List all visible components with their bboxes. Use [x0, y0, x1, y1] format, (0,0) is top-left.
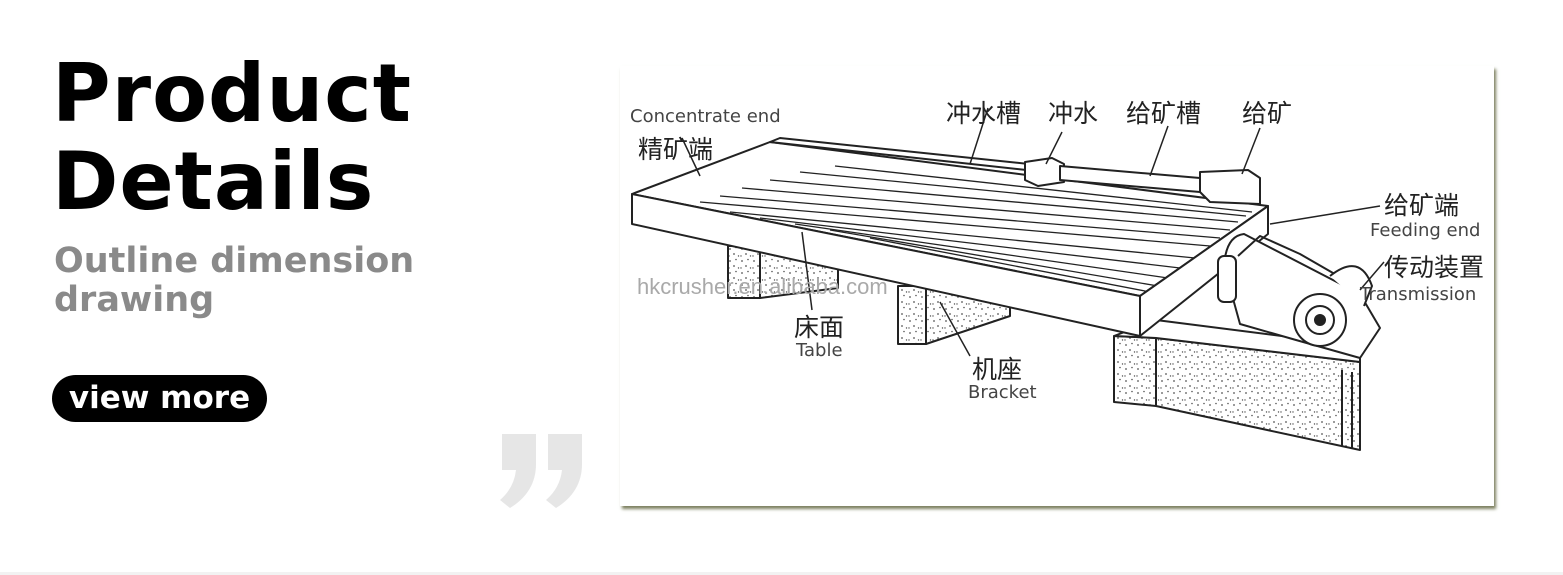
- watermark-text: hkcrusher.en.alibaba.com: [637, 274, 888, 299]
- label-feed-cn: 给矿: [1242, 99, 1293, 128]
- title-line-2: Details: [52, 135, 375, 228]
- label-bracket-cn: 机座: [972, 355, 1023, 384]
- subtitle-line-2: drawing: [54, 280, 215, 320]
- label-transmission-en: Transmission: [1360, 284, 1477, 305]
- view-more-button[interactable]: view more: [52, 375, 267, 422]
- label-table-en: Table: [796, 340, 843, 361]
- label-feeding-end-cn: 给矿端: [1384, 191, 1460, 220]
- quote-mark-icon: [500, 434, 582, 508]
- label-feeding-end-en: Feeding end: [1370, 220, 1481, 241]
- shaking-table-diagram: Concentrate end 精矿端 冲水槽 冲水 给矿槽 给矿 给矿端 Fe…: [620, 66, 1494, 506]
- subtitle-line-1: Outline dimension: [54, 241, 415, 281]
- label-concentrate-end-cn: 精矿端: [638, 135, 714, 164]
- label-transmission-cn: 传动装置: [1384, 253, 1485, 282]
- label-feed-trough-cn: 给矿槽: [1126, 99, 1202, 128]
- label-bracket-en: Bracket: [968, 382, 1037, 403]
- label-flush-trough-cn: 冲水槽: [946, 99, 1022, 128]
- page-title: Product Details: [52, 50, 412, 226]
- label-flush-water-cn: 冲水: [1048, 99, 1099, 128]
- bottom-divider: [0, 572, 1563, 575]
- diagram-drawing: [631, 107, 1385, 451]
- label-table-cn: 床面: [794, 313, 845, 342]
- label-concentrate-end-en: Concentrate end: [630, 106, 781, 127]
- page-subtitle: Outline dimension drawing: [54, 242, 414, 320]
- title-line-1: Product: [52, 47, 412, 140]
